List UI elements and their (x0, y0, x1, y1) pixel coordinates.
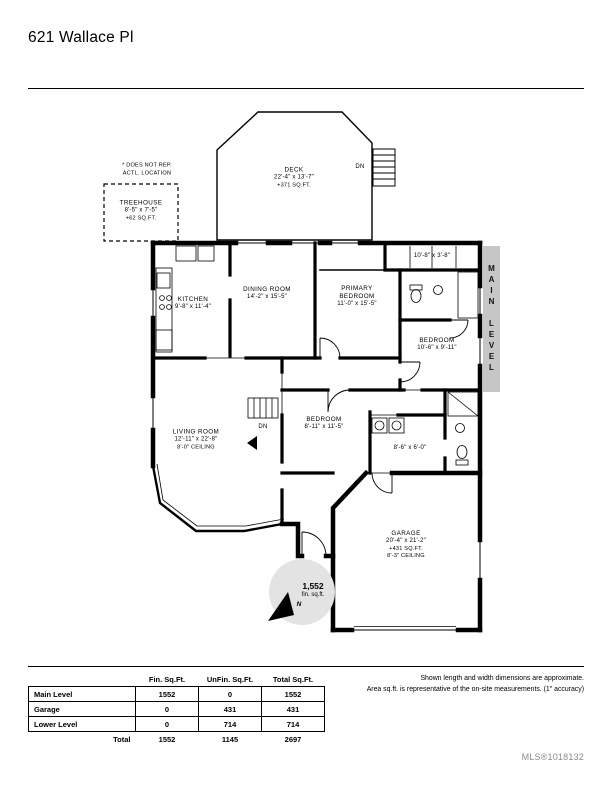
table-row-lower-level: Lower Level 0 714 714 (28, 716, 325, 732)
label-bedroom-right: BEDROOM 10'-6" x 9'-11" (417, 337, 456, 353)
primary-dims: 11'-0" x 15'-5" (337, 301, 377, 308)
row-unfin: 0 (198, 686, 262, 702)
label-kitchen: KITCHEN 9'-8" x 11'-4" (175, 296, 211, 312)
closet-lines (409, 246, 457, 268)
mls-number: MLS®1018132 (521, 752, 584, 762)
north-label: N (296, 600, 302, 608)
row-unfin: 431 (198, 701, 262, 717)
garage-area: +431 SQ.FT. (389, 545, 423, 552)
row-fin: 0 (135, 716, 199, 732)
exterior-walls (150, 240, 483, 633)
treehouse-dims: 8'-5" x 7'-5" (124, 207, 158, 214)
header-unfin: UnFin. Sq.Ft. (206, 674, 254, 684)
garage-name: GARAGE (391, 529, 421, 537)
table-row-garage: Garage 0 431 431 (28, 701, 325, 717)
row-total: 714 (261, 716, 325, 732)
treehouse-disclaimer-line2: ACTL. LOCATION (122, 170, 172, 176)
bedroom-right-dims: 10'-6" x 9'-11" (417, 345, 457, 352)
bedroom-mid-name: BEDROOM (306, 416, 342, 424)
openings (205, 357, 422, 474)
label-treehouse: TREEHOUSE 8'-5" x 7'-5" +62 SQ.FT. (120, 199, 163, 222)
label-bedroom-mid: BEDROOM 8'-11" x 11'-5" (304, 416, 343, 432)
total-unfin: 1145 (221, 734, 239, 744)
label-deck: DECK 22'-4" x 13'-7" +371 SQ.FT. (274, 166, 314, 189)
label-deck-dn: DN (355, 164, 365, 171)
square-footage-table: Fin. Sq.Ft. UnFin. Sq.Ft. Total Sq.Ft. M… (28, 672, 325, 746)
kitchen-dims: 9'-8" x 11'-4" (175, 304, 211, 311)
dining-dims: 14'-2" x 15'-5" (247, 294, 287, 301)
dining-name: DINING ROOM (243, 286, 291, 294)
stairs-down (247, 397, 279, 450)
kitchen-name: KITCHEN (177, 296, 209, 304)
page-title: 621 Wallace Pl (28, 29, 134, 46)
total-label: Total (113, 734, 131, 744)
label-dining-room: DINING ROOM 14'-2" x 15'-5" (243, 286, 291, 302)
garage-ceiling: 8'-3" CEILING (387, 552, 425, 559)
main-level-label: MAIN LEVEL (487, 264, 496, 374)
disclaimer-line2: Area sq.ft. is representative of the on-… (366, 685, 584, 693)
treehouse-disclaimer: * DOES NOT REP. ACTL. LOCATION (122, 162, 172, 177)
finished-area-unit: fin. sq.ft. (301, 591, 325, 598)
deck-dims: 22'-4" x 13'-7" (274, 174, 314, 181)
primary-name-line1: PRIMARY (341, 284, 373, 292)
treehouse-outline (103, 183, 179, 242)
treehouse-name: TREEHOUSE (119, 199, 163, 207)
total-fin: 1552 (158, 734, 176, 744)
bedroom-mid-dims: 8'-11" x 11'-5" (304, 424, 344, 431)
label-hall-dims: 8'-6" x 6'-0" (393, 445, 427, 452)
deck-name: DECK (284, 166, 304, 174)
label-primary-bedroom: PRIMARY BEDROOM 11'-0" x 15'-5" (337, 285, 376, 309)
living-ceiling: 8'-0" CEILING (177, 444, 215, 451)
disclaimer-line1: Shown length and width dimensions are ap… (420, 675, 584, 682)
deck-stairs (372, 148, 396, 187)
row-total: 1552 (261, 686, 325, 702)
fixtures (155, 245, 479, 466)
north-arrow-icon (268, 592, 294, 621)
row-label: Main Level (28, 686, 136, 702)
deck-area: +371 SQ.FT. (277, 182, 311, 189)
doors (301, 319, 469, 557)
label-closet-dims: 10'-8" x 3'-8" (413, 253, 451, 260)
top-divider (28, 88, 584, 89)
row-label: Garage (28, 701, 136, 717)
label-garage: GARAGE 20'-4" x 21'-2" +431 SQ.FT. 8'-3"… (386, 530, 426, 561)
table-total-row: Total 1552 1145 2697 (29, 732, 325, 747)
deck-outline (216, 111, 373, 241)
label-living-dn: DN (258, 424, 268, 431)
row-fin: 0 (135, 701, 199, 717)
finished-area-value: 1,552 (302, 580, 324, 591)
label-living-room: LIVING ROOM 12'-11" x 22'-8" 8'-0" CEILI… (173, 428, 219, 451)
bottom-divider (28, 666, 584, 667)
bedroom-right-name: BEDROOM (419, 337, 455, 345)
treehouse-area: +62 SQ.FT. (125, 215, 157, 222)
living-name: LIVING ROOM (172, 428, 220, 436)
finished-area-badge: 1,552 fin. sq.ft. (302, 581, 325, 599)
treehouse-disclaimer-line1: * DOES NOT REP. (122, 162, 172, 169)
living-dims: 12'-11" x 22'-8" (174, 436, 218, 443)
windows (152, 242, 481, 631)
row-label: Lower Level (28, 716, 136, 732)
header-total: Total Sq.Ft. (272, 674, 314, 684)
row-unfin: 714 (198, 716, 262, 732)
total-total: 2697 (284, 734, 302, 744)
row-total: 431 (261, 701, 325, 717)
table-row-main-level: Main Level 1552 0 1552 (28, 686, 325, 702)
main-level-tag: MAIN LEVEL (483, 246, 500, 392)
header-blank (29, 672, 136, 687)
row-fin: 1552 (135, 686, 199, 702)
garage-dims: 20'-4" x 21'-2" (386, 537, 426, 544)
table-header-row: Fin. Sq.Ft. UnFin. Sq.Ft. Total Sq.Ft. (29, 672, 325, 687)
interior-walls (151, 241, 482, 526)
header-fin: Fin. Sq.Ft. (148, 674, 186, 684)
area-compass (268, 559, 335, 625)
primary-name-line2: BEDROOM (339, 293, 375, 301)
dimension-disclaimer: Shown length and width dimensions are ap… (367, 674, 584, 695)
